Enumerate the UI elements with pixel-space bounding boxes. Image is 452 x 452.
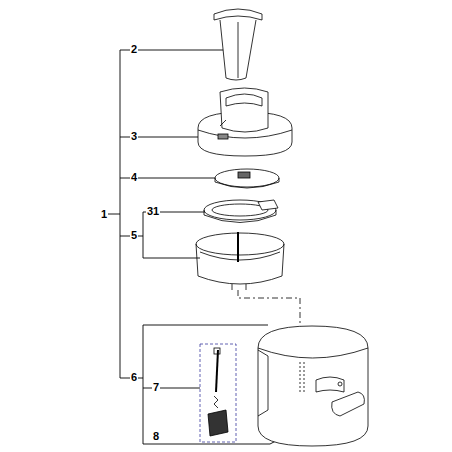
- assembly-axis: [238, 290, 300, 330]
- callout-number: 8: [152, 430, 160, 442]
- ring: [204, 200, 278, 223]
- bowl: [196, 232, 284, 290]
- lid-with-feed-tube: [198, 88, 292, 156]
- callout-number: 4: [130, 171, 138, 183]
- disc: [215, 169, 279, 188]
- callout-number: 31: [146, 205, 160, 217]
- callout-number: 1: [100, 208, 108, 220]
- motor-housing: [258, 326, 368, 446]
- callout-number: 3: [130, 130, 138, 142]
- callout-number: 7: [152, 381, 160, 393]
- switch-assembly: [200, 344, 236, 442]
- food-pusher: [214, 9, 262, 80]
- callout-number: 5: [130, 229, 138, 241]
- callout-number: 2: [130, 43, 138, 55]
- callout-number: 6: [130, 371, 138, 383]
- lever: [332, 392, 365, 416]
